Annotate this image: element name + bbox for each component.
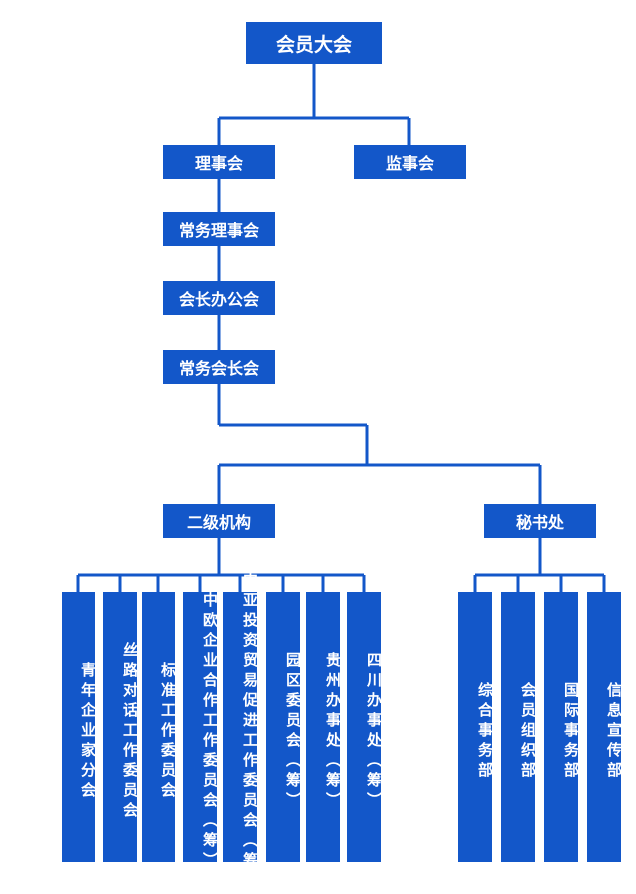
unit-sichuan-office: 四川办事处（筹） — [347, 592, 383, 862]
dept-member-organization: 会员组织部 — [501, 592, 537, 862]
unit-silk-road-dialogue: 丝路对话工作委员会 — [103, 592, 139, 862]
general-assembly-node: 会员大会 — [246, 22, 382, 64]
unit-central-asia-trade: 中亚投资贸易促进工作委员会（筹） — [223, 572, 259, 892]
unit-park-committee: 园区委员会（筹） — [266, 592, 302, 862]
secondary-institutions-node: 二级机构 — [163, 504, 275, 538]
unit-guizhou-office: 贵州办事处（筹） — [306, 592, 342, 862]
unit-china-europe-cooperation: 中欧企业合作工作委员会（筹） — [183, 592, 219, 872]
secretariat-node: 秘书处 — [484, 504, 596, 538]
standing-president-meeting-node: 常务会长会 — [163, 350, 275, 384]
council-node: 理事会 — [163, 145, 275, 179]
dept-international-affairs: 国际事务部 — [544, 592, 580, 862]
dept-information-publicity: 信息宣传部 — [587, 592, 623, 862]
supervisory-board-node: 监事会 — [354, 145, 466, 179]
unit-youth-entrepreneurs: 青年企业家分会 — [62, 592, 97, 862]
president-office-meeting-node: 会长办公会 — [163, 281, 275, 315]
dept-general-affairs: 综合事务部 — [458, 592, 494, 862]
standing-council-node: 常务理事会 — [163, 212, 275, 246]
unit-standards: 标准工作委员会 — [142, 592, 177, 862]
